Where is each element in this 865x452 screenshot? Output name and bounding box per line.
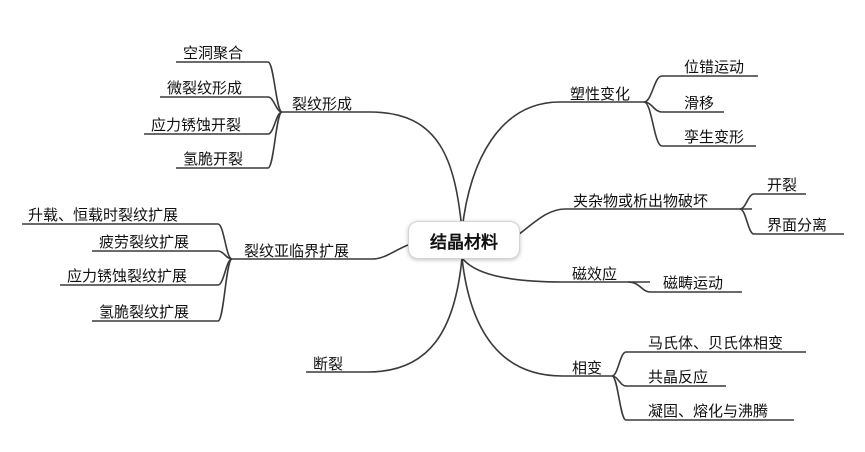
leaf-hydrogen-embrittlement-cracking[interactable]: 氢脆开裂 [183,150,244,168]
leaf-stress-corrosion-cracking[interactable]: 应力锈蚀开裂 [151,116,242,134]
link-center-crack-formation [369,111,463,231]
leaf-domain-motion[interactable]: 磁畴运动 [663,274,724,292]
link-center-plastic [461,101,561,231]
branch-magnetic-effect[interactable]: 磁效应 [572,265,618,283]
leaf-eutectic-reaction[interactable]: 共晶反应 [648,368,709,386]
leaf-martensite-bainite[interactable]: 马氏体、贝氏体相变 [648,334,784,352]
leaf-fatigue-crack-growth[interactable]: 疲劳裂纹扩展 [99,233,190,251]
branch-inclusion-failure[interactable]: 夹杂物或析出物破坏 [573,192,709,210]
leaf-load-crack-growth[interactable]: 升载、恒载时裂纹扩展 [28,206,179,224]
leaf-stress-corrosion-crack-growth[interactable]: 应力锈蚀裂纹扩展 [67,267,188,285]
leaf-interface-separation[interactable]: 界面分离 [767,216,828,234]
leaf-slip[interactable]: 滑移 [684,94,715,112]
leaf-dislocation-motion[interactable]: 位错运动 [684,58,745,76]
center-node[interactable]: 结晶材料 [408,221,520,259]
branch-plastic-change[interactable]: 塑性变化 [570,85,631,103]
link-center-phase [461,257,563,377]
branch-phase-transformation[interactable]: 相变 [572,359,603,377]
leaf-solidify-melt-boil[interactable]: 凝固、熔化与沸腾 [648,402,769,420]
link-center-fracture [367,257,463,373]
leaf-void-coalescence[interactable]: 空洞聚合 [183,44,244,62]
link-center-magnetic [461,257,564,283]
branch-fracture[interactable]: 断裂 [313,355,344,373]
leaf-hydrogen-crack-growth[interactable]: 氢脆裂纹扩展 [99,303,190,321]
branch-subcritical-growth[interactable]: 裂纹亚临界扩展 [244,242,350,260]
branch-crack-formation[interactable]: 裂纹形成 [292,95,353,113]
leaf-twinning[interactable]: 孪生变形 [684,128,745,146]
leaf-cracking[interactable]: 开裂 [767,176,798,194]
link-center-inclusion [517,208,566,236]
leaf-microcrack-formation[interactable]: 微裂纹形成 [167,79,243,97]
link-center-subcritical [371,244,409,260]
